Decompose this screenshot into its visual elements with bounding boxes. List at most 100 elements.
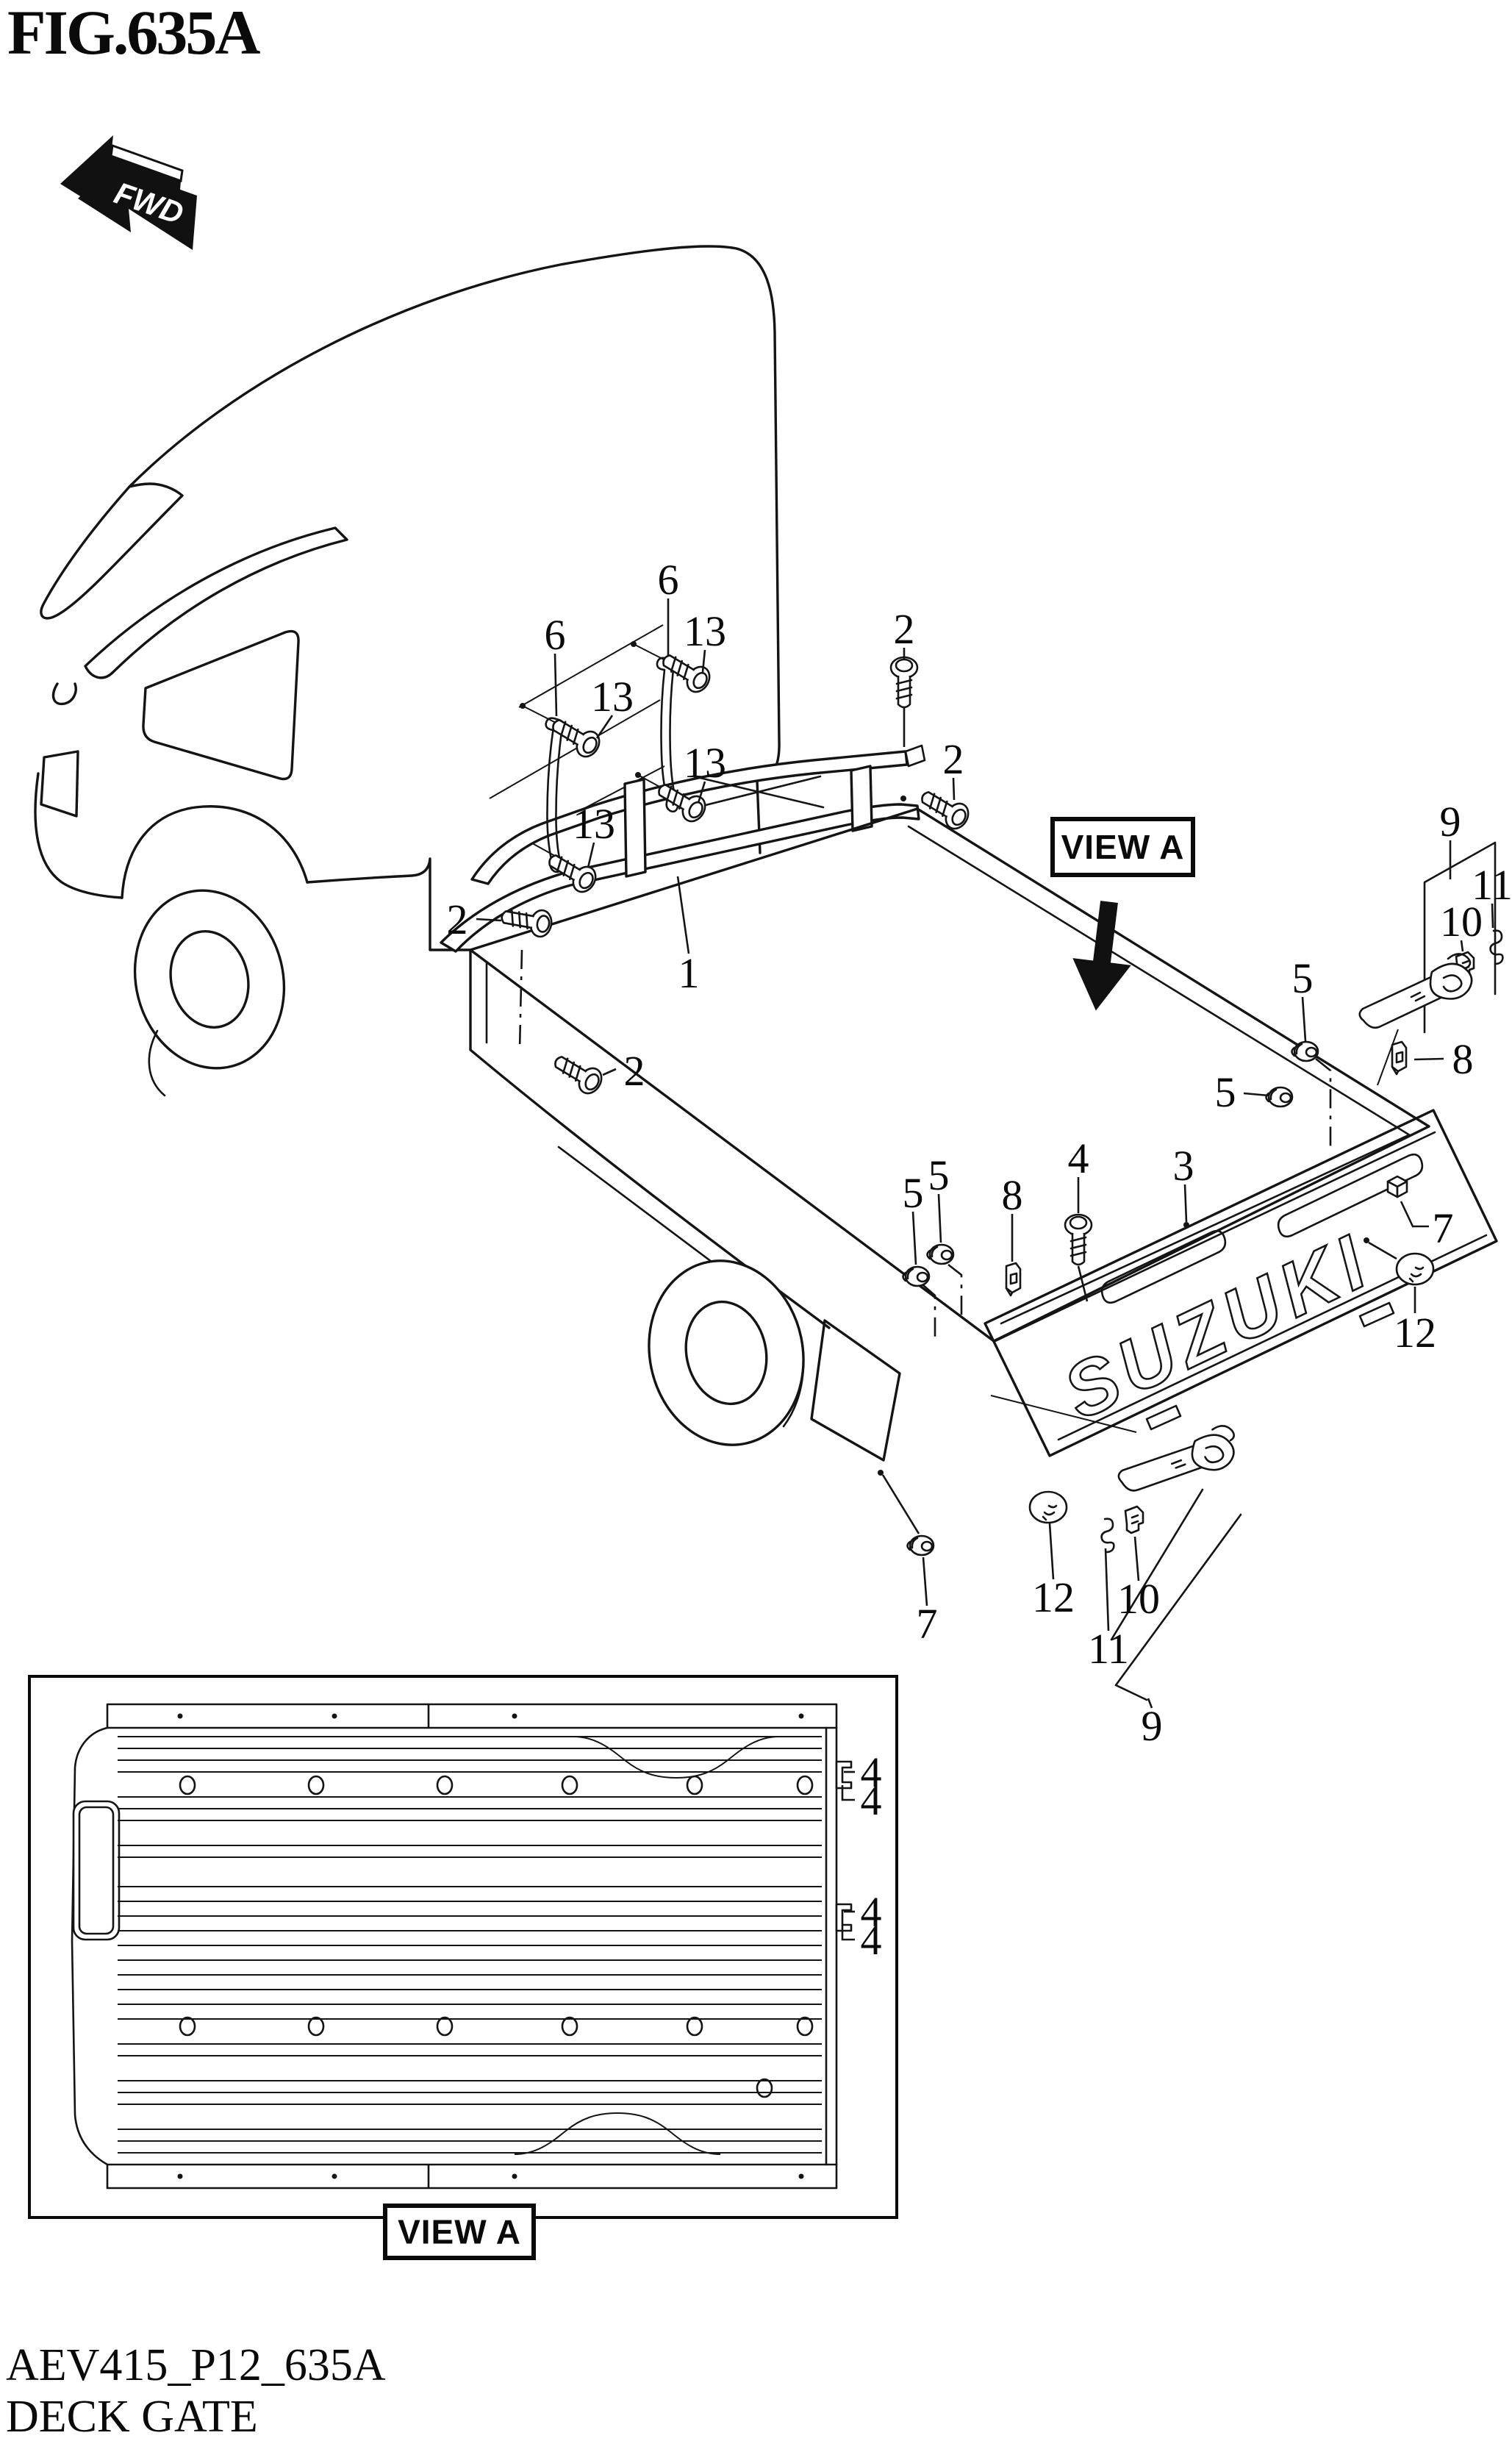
part-callout-13: 13 bbox=[591, 673, 634, 721]
part-symbol-grommet bbox=[902, 1265, 931, 1287]
part-symbol-clip10 bbox=[1124, 1505, 1144, 1534]
inset-hole bbox=[796, 2016, 814, 2037]
inset-rivet-dot bbox=[177, 2173, 183, 2179]
part-callout-8: 8 bbox=[1452, 1035, 1474, 1083]
part-symbol-latch bbox=[1116, 1414, 1238, 1502]
leader-line bbox=[1491, 903, 1494, 929]
leader-line bbox=[911, 1211, 917, 1265]
leader-line bbox=[476, 918, 502, 922]
inset-rivet-dot bbox=[177, 1713, 183, 1719]
inset-hole bbox=[796, 1775, 814, 1795]
part-callout-9: 9 bbox=[1440, 798, 1461, 846]
part-callout-3: 3 bbox=[1173, 1142, 1194, 1190]
figure-title: FIG.635A bbox=[7, 0, 260, 68]
part-callout-13: 13 bbox=[573, 800, 615, 848]
inset-rivet-dot bbox=[332, 2173, 337, 2179]
view-label-box bbox=[1050, 817, 1195, 877]
part-callout-6: 6 bbox=[545, 611, 566, 659]
inset-rivet-dot bbox=[798, 1713, 804, 1719]
part-callout-8: 8 bbox=[1002, 1171, 1023, 1219]
inset-hole bbox=[686, 2016, 703, 2037]
fwd-badge-face bbox=[60, 135, 181, 235]
inset-hole bbox=[307, 1775, 325, 1795]
inset-hole bbox=[436, 2016, 454, 2037]
inset-hole bbox=[561, 2016, 578, 2037]
part-symbol-oval bbox=[1028, 1490, 1068, 1524]
inset-rivet-dot bbox=[512, 1713, 517, 1719]
part-callout-7: 7 bbox=[1433, 1204, 1454, 1252]
leader-line bbox=[1133, 1536, 1140, 1582]
part-symbol-oval bbox=[1395, 1252, 1435, 1286]
inset-hole bbox=[436, 1775, 454, 1795]
leader-dot bbox=[878, 1470, 884, 1476]
part-symbol-grommet bbox=[1265, 1086, 1294, 1108]
part-callout-13: 13 bbox=[684, 607, 726, 655]
part-callout-5: 5 bbox=[903, 1169, 924, 1217]
part-symbol-clip8 bbox=[1391, 1040, 1408, 1076]
leader-dot bbox=[1183, 1222, 1189, 1228]
part-callout-10: 10 bbox=[1117, 1575, 1160, 1623]
leader-line bbox=[697, 781, 706, 804]
inset-rivet-dot bbox=[798, 2173, 804, 2179]
leader-line-dashed bbox=[518, 949, 523, 1051]
leader-line bbox=[553, 653, 558, 717]
leader-line bbox=[1104, 1548, 1110, 1631]
leader-line bbox=[587, 842, 595, 868]
figure-caption: DECK GATE bbox=[6, 2392, 258, 2441]
inset-hole bbox=[307, 2016, 325, 2037]
part-callout-2: 2 bbox=[447, 896, 468, 943]
part-callout-12: 12 bbox=[1394, 1309, 1436, 1357]
part-symbol-cube bbox=[1386, 1175, 1408, 1198]
part-symbol-grommet bbox=[906, 1534, 935, 1557]
inset-rivet-dot bbox=[332, 1713, 337, 1719]
part-callout-5: 5 bbox=[1292, 954, 1314, 1002]
part-callout-5: 5 bbox=[928, 1151, 950, 1199]
leader-line bbox=[1077, 1265, 1089, 1302]
part-callout-7: 7 bbox=[917, 1600, 938, 1648]
part-symbol-strap bbox=[540, 717, 568, 873]
leader-line bbox=[1301, 996, 1307, 1042]
leader-line-dashed bbox=[947, 1263, 963, 1320]
leader-line bbox=[1460, 940, 1464, 952]
inset-hole bbox=[179, 2016, 196, 2037]
view-label-text: VIEW A bbox=[1061, 828, 1185, 866]
part-callout-4: 4 bbox=[861, 1916, 882, 1964]
part-callout-4: 4 bbox=[861, 1888, 882, 1936]
leader-line bbox=[937, 1193, 942, 1243]
leader-line-dashed bbox=[922, 1284, 936, 1343]
part-callout-5: 5 bbox=[1215, 1068, 1236, 1116]
deck-bed bbox=[469, 807, 1430, 1462]
leader-line bbox=[1183, 1184, 1188, 1223]
inset-hole bbox=[561, 1775, 578, 1795]
leader-line bbox=[881, 1474, 920, 1534]
inset-hole bbox=[179, 1775, 196, 1795]
leader-dot bbox=[1364, 1237, 1369, 1243]
part-callout-4: 4 bbox=[861, 1776, 882, 1824]
part-callout-11: 11 bbox=[1472, 861, 1512, 909]
inset-rib-lines bbox=[118, 1736, 822, 2154]
part-callout-2: 2 bbox=[624, 1047, 645, 1095]
latch-group-brackets bbox=[990, 841, 1497, 1701]
leader-line bbox=[701, 649, 706, 673]
part-callout-6: 6 bbox=[658, 556, 679, 604]
fwd-arrow-badge: FWD bbox=[60, 135, 197, 250]
part-symbol-bolt bbox=[548, 1048, 607, 1098]
truck-cab bbox=[34, 245, 781, 1097]
view-label-text: VIEW A bbox=[398, 2213, 521, 2251]
part-symbol-bolt bbox=[889, 656, 919, 709]
view-direction-arrow bbox=[1072, 901, 1131, 1011]
inset-bolt-holes bbox=[177, 1713, 814, 2179]
part-callout-10: 10 bbox=[1440, 898, 1483, 946]
part-symbol-clip8 bbox=[1005, 1262, 1022, 1297]
leader-line bbox=[1400, 1201, 1429, 1228]
inset-hole bbox=[756, 2078, 773, 2098]
leader-line bbox=[1147, 1698, 1153, 1709]
part-symbol-latch bbox=[1358, 953, 1473, 1029]
inset-rivet-dot bbox=[512, 2173, 517, 2179]
part-callout-4: 4 bbox=[1068, 1134, 1089, 1182]
leader-line bbox=[841, 1785, 855, 1801]
part-callout-2: 2 bbox=[943, 735, 964, 783]
